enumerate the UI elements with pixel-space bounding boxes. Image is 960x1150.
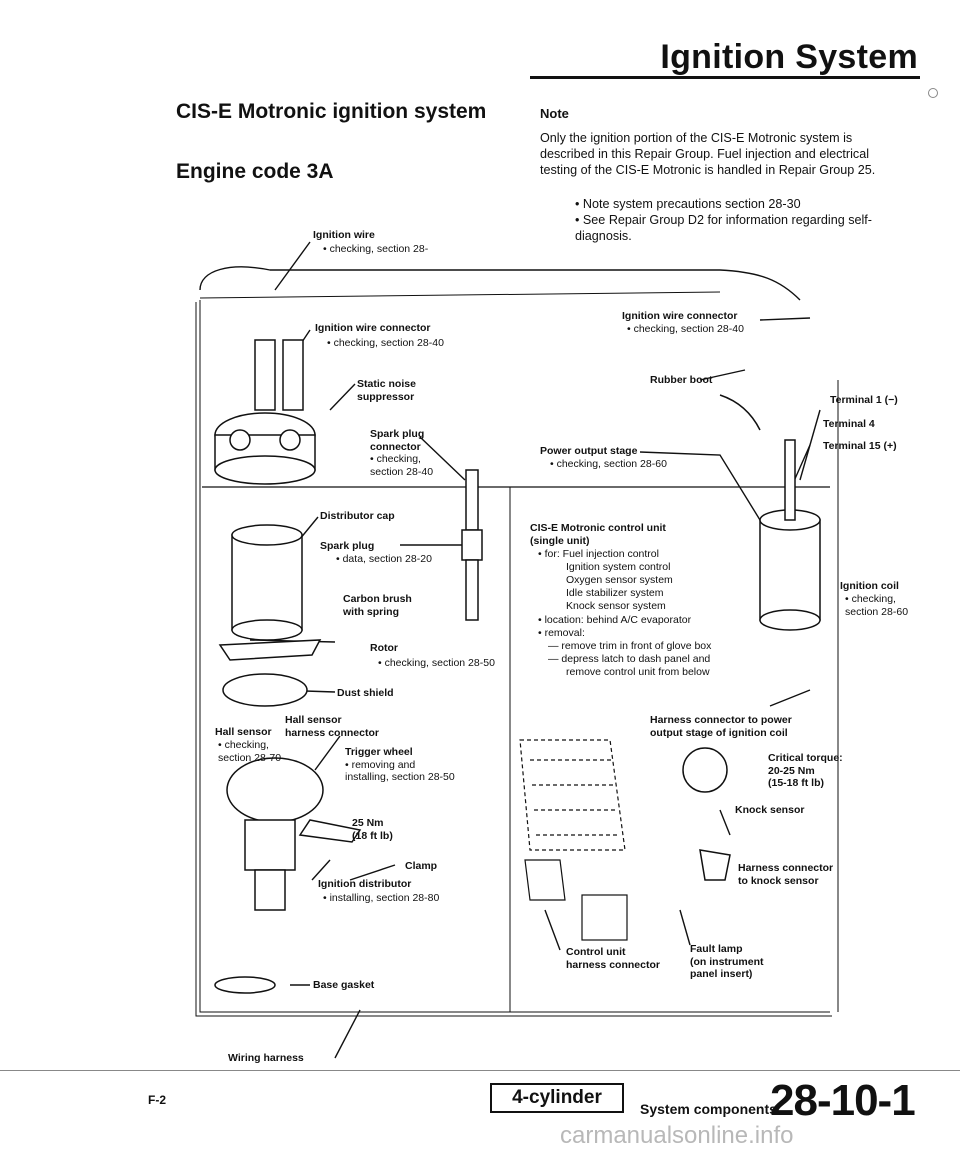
label-ign-wire-connector-right-check: • checking, section 28-40 <box>627 323 744 335</box>
label-ign-wire-connector-left-check: • checking, section 28-40 <box>327 337 444 349</box>
engine-code: Engine code 3A <box>176 160 334 183</box>
label-clamp: Clamp <box>405 860 438 872</box>
label-control-unit-line: Ignition system control <box>566 561 671 573</box>
page-code: F-2 <box>148 1093 166 1107</box>
header-rule <box>530 76 920 79</box>
control-unit-connector-shape <box>519 739 626 851</box>
label-control-unit-removal-step: — depress latch to dash panel and <box>548 653 711 665</box>
label-ignition-coil-check: • checking,section 28-60 <box>845 593 909 618</box>
label-dust-shield: Dust shield <box>337 687 394 699</box>
label-control-unit-removal: • removal: <box>538 627 585 639</box>
note-bullet: • Note system precautions section 28-30 <box>575 197 801 211</box>
label-ignition-distributor: Ignition distributor <box>318 878 412 890</box>
label-control-unit-line: Knock sensor system <box>566 600 666 612</box>
label-terminal-15: Terminal 15 (+) <box>823 440 897 452</box>
label-rotor-check: • checking, section 28-50 <box>378 657 495 669</box>
label-control-unit-line: Oxygen sensor system <box>566 574 673 586</box>
label-knock-sensor: Knock sensor <box>735 804 805 816</box>
page-mark <box>928 88 938 98</box>
label-terminal-1: Terminal 1 (−) <box>830 394 898 406</box>
label-power-output-stage: Power output stage <box>540 445 638 457</box>
note-heading: Note <box>540 106 569 121</box>
label-spark-plug-data: • data, section 28-20 <box>336 553 432 565</box>
footer-rule <box>0 1070 960 1071</box>
page-number: 28-10-1 <box>770 1076 916 1125</box>
label-control-unit-title: CIS-E Motronic control unit(single unit) <box>530 522 666 547</box>
note-paragraph: Only the ignition portion of the CIS-E M… <box>540 131 876 177</box>
label-ignition-wire-check: • checking, section 28- <box>323 243 429 255</box>
label-control-unit-removal-step: — remove trim in front of glove box <box>548 640 712 652</box>
label-spark-plug: Spark plug <box>320 540 375 552</box>
ignition-wire-line <box>199 266 801 301</box>
watermark: carmanualsonline.info <box>560 1122 794 1149</box>
label-ignition-wire: Ignition wire <box>313 229 375 241</box>
label-control-unit-line: Idle stabilizer system <box>566 587 664 599</box>
label-ign-wire-connector-right: Ignition wire connector <box>622 310 738 322</box>
label-control-unit-removal-step: remove control unit from below <box>566 666 710 678</box>
label-rotor: Rotor <box>370 642 398 654</box>
label-control-unit-for: • for: Fuel injection control <box>538 548 659 560</box>
label-power-output-stage-check: • checking, section 28-60 <box>550 458 667 470</box>
page-header-title: Ignition System <box>660 38 918 76</box>
label-critical-torque: Critical torque:20-25 Nm(15-18 ft lb) <box>768 752 843 789</box>
section-name: System components <box>640 1101 777 1117</box>
label-ign-wire-connector-left: Ignition wire connector <box>315 322 431 334</box>
label-torque-25: 25 Nm(18 ft lb) <box>352 817 393 842</box>
label-hall-sensor-check: • checking,section 28-70 <box>218 739 282 764</box>
label-ignition-distributor-install: • installing, section 28-80 <box>323 892 440 904</box>
label-hall-sensor: Hall sensor <box>215 726 272 738</box>
label-ignition-coil: Ignition coil <box>840 580 899 592</box>
label-wiring-harness: Wiring harness <box>228 1052 304 1064</box>
label-rubber-boot: Rubber boot <box>650 374 713 386</box>
label-base-gasket: Base gasket <box>313 979 375 991</box>
label-control-unit-location: • location: behind A/C evaporator <box>538 614 692 626</box>
label-distributor-cap: Distributor cap <box>320 510 395 522</box>
note-bullet: • See Repair Group D2 for information re… <box>575 213 873 243</box>
section-title: CIS-E Motronic ignition system <box>176 100 487 123</box>
engine-tab: 4-cylinder <box>490 1083 624 1113</box>
label-terminal-4: Terminal 4 <box>823 418 875 430</box>
